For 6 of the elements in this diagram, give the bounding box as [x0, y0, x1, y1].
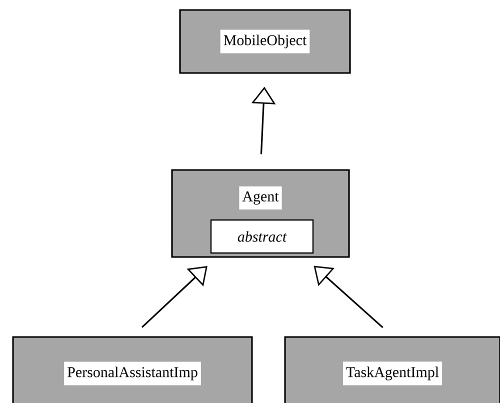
class-box: PersonalAssistantImp: [12, 336, 253, 403]
stereotype-box: abstract: [210, 219, 314, 254]
class-box: MobileObject: [179, 9, 351, 74]
inheritance-arrow: [141, 266, 208, 328]
class-box: TaskAgentImpl: [284, 336, 500, 403]
inheritance-arrow: [314, 266, 384, 328]
